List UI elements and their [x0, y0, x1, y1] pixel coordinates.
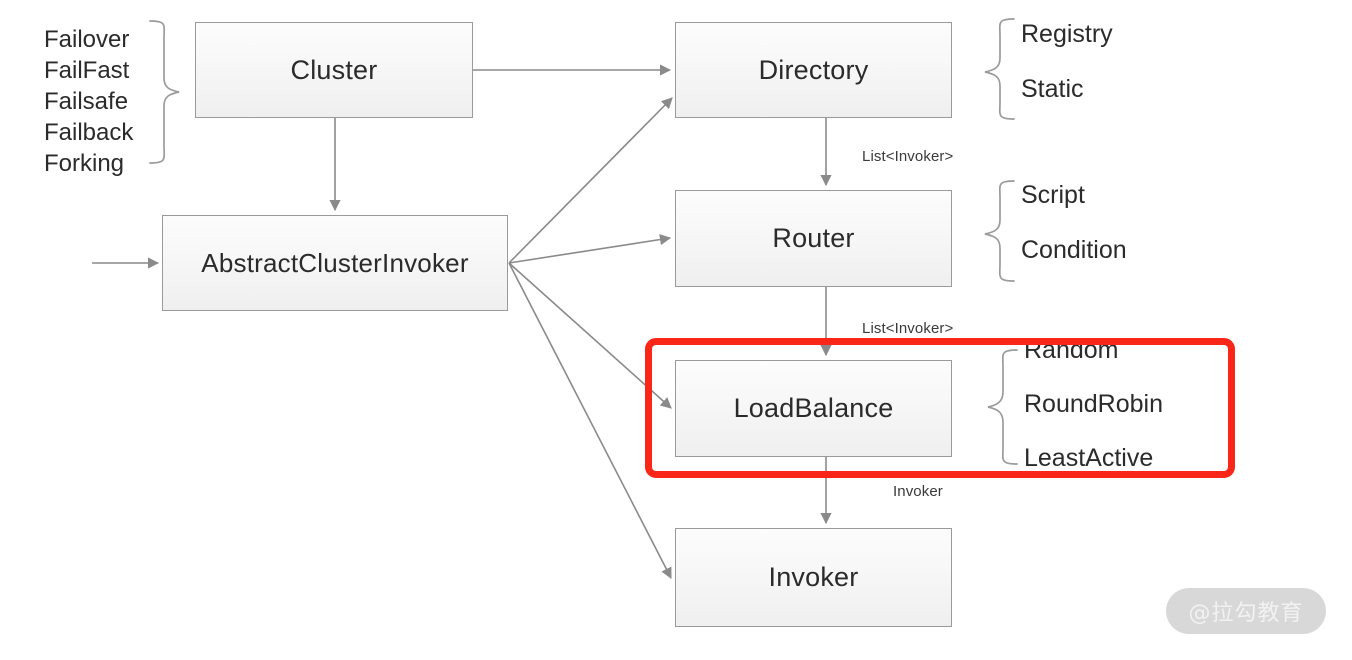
- node-directory-label: Directory: [758, 54, 869, 85]
- node-router[interactable]: Router: [675, 190, 952, 287]
- node-router-label: Router: [772, 223, 855, 253]
- loadbalance-option-item: RoundRobin: [1024, 390, 1163, 418]
- directory-option-item: Static: [1021, 75, 1084, 103]
- directory-option-list: Registry Static: [1021, 22, 1113, 102]
- cluster-strategy-item: Forking: [44, 150, 125, 177]
- cluster-strategy-item: FailFast: [44, 57, 130, 84]
- node-abstract-cluster-invoker-label: AbstractClusterInvoker: [201, 247, 469, 278]
- node-loadbalance[interactable]: LoadBalance: [675, 360, 952, 457]
- cluster-strategy-item: Failback: [44, 119, 134, 146]
- node-invoker[interactable]: Invoker: [675, 528, 952, 627]
- router-option-item: Condition: [1021, 236, 1127, 264]
- watermark-text: @拉勾教育: [1188, 601, 1304, 626]
- router-option-item: Script: [1021, 181, 1085, 209]
- watermark: @拉勾教育: [1166, 588, 1326, 634]
- edge-label-directory-to-router: List<Invoker>: [862, 148, 954, 165]
- cluster-strategy-item: Failover: [44, 26, 130, 53]
- cluster-strategy-item: Failsafe: [44, 88, 129, 115]
- edge-aci-to-router: [508, 234, 672, 264]
- node-cluster[interactable]: Cluster: [195, 22, 473, 118]
- node-directory[interactable]: Directory: [675, 22, 952, 118]
- loadbalance-highlight-box: [645, 338, 1235, 478]
- loadbalance-option-list: Random RoundRobin LeastActive: [1024, 338, 1163, 471]
- directory-option-item: Registry: [1021, 20, 1113, 48]
- loadbalance-option-item: LeastActive: [1024, 444, 1154, 472]
- brace-router-options: [984, 180, 1015, 282]
- brace-cluster-strategies: [149, 20, 180, 164]
- cluster-strategy-list: Failover FailFast Failsafe Failback Fork…: [44, 28, 149, 176]
- edge-aci-to-directory: [508, 97, 673, 264]
- edge-label-router-to-loadbalance: List<Invoker>: [862, 320, 954, 337]
- router-option-list: Script Condition: [1021, 183, 1127, 263]
- brace-directory-options: [984, 18, 1015, 120]
- node-invoker-label: Invoker: [768, 562, 859, 592]
- node-abstract-cluster-invoker[interactable]: AbstractClusterInvoker: [162, 215, 508, 311]
- node-cluster-label: Cluster: [290, 54, 378, 85]
- edge-label-loadbalance-to-invoker: Invoker: [893, 483, 943, 500]
- node-loadbalance-label: LoadBalance: [733, 393, 894, 423]
